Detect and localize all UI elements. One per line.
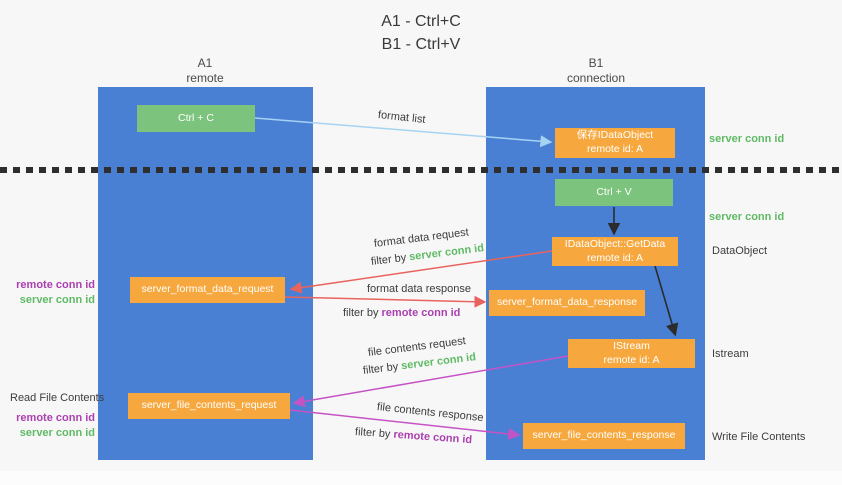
- conn-id-pair-format: remote conn id server conn id: [0, 278, 95, 308]
- server-conn-id-text: server conn id: [408, 242, 485, 264]
- remote-conn-id-text: remote conn id: [393, 428, 473, 447]
- column-a1-subtitle: remote: [186, 71, 224, 85]
- node-server-format-data-request: server_format_data_request: [130, 277, 285, 303]
- format-data-response-arrow: [284, 295, 487, 308]
- node-idataobject-getdata: IDataObject::GetData remote id: A: [552, 237, 678, 266]
- node-istream-line2: remote id: A: [603, 353, 660, 366]
- node-ctrl-v: Ctrl + V: [555, 179, 673, 206]
- label-file-contents-response: file contents response: [376, 401, 485, 425]
- conn-id-pair-file: remote conn id server conn id: [0, 411, 95, 441]
- node-format-response-label: server_format_data_response: [496, 296, 638, 309]
- label-format-data-response: format data response: [367, 283, 471, 295]
- label-write-file-contents: Write File Contents: [712, 431, 806, 443]
- column-header-b1: B1 connection: [536, 56, 656, 86]
- column-b1-name: B1: [588, 56, 604, 70]
- column-a1-name: A1: [197, 56, 213, 70]
- label-filter-by-remote-conn-id-1: filter by remote conn id: [343, 307, 460, 319]
- label-remote-conn-id-left-2: remote conn id: [16, 412, 95, 424]
- label-filter-by-remote-conn-id-2: filter by remote conn id: [355, 426, 473, 446]
- node-save-idataobject: 保存IDataObject remote id: A: [555, 128, 675, 158]
- column-header-a1: A1 remote: [145, 56, 265, 86]
- node-ctrl-c: Ctrl + C: [137, 105, 255, 132]
- title-line-1: A1 - Ctrl+C: [381, 13, 461, 30]
- label-server-conn-id-top: server conn id: [709, 133, 785, 145]
- node-server-format-data-response: server_format_data_response: [489, 290, 645, 316]
- footer-strip: [0, 471, 842, 485]
- node-ctrl-v-label: Ctrl + V: [596, 185, 632, 198]
- node-istream: IStream remote id: A: [568, 339, 695, 368]
- session-divider-dotted-line: [0, 167, 842, 173]
- label-server-conn-id-left-2: server conn id: [19, 426, 95, 439]
- node-save-idataobject-line2: remote id: A: [586, 143, 644, 155]
- node-getdata-line2: remote id: A: [586, 251, 644, 264]
- node-format-request-label: server_format_data_request: [141, 283, 274, 296]
- node-file-request-label: server_file_contents_request: [141, 399, 277, 412]
- remote-conn-id-text: remote conn id: [381, 307, 461, 319]
- label-read-file-contents: Read File Contents: [10, 392, 105, 404]
- label-format-list: format list: [377, 109, 427, 126]
- node-istream-line1: IStream: [613, 339, 650, 352]
- column-b1-subtitle: connection: [566, 71, 626, 85]
- node-ctrl-c-label: Ctrl + C: [178, 111, 214, 124]
- filter-by-text: filter by: [370, 251, 407, 268]
- title-line-2: B1 - Ctrl+V: [381, 36, 461, 54]
- filter-by-text: filter by: [354, 426, 391, 441]
- node-server-file-contents-request: server_file_contents_request: [128, 393, 290, 419]
- node-server-file-contents-response: server_file_contents_response: [523, 423, 685, 449]
- label-dataobject: DataObject: [712, 245, 768, 257]
- filter-by-text: filter by: [343, 307, 379, 319]
- label-remote-conn-id-left-1: remote conn id: [16, 279, 95, 291]
- node-file-response-label: server_file_contents_response: [532, 429, 676, 442]
- node-save-idataobject-line1: 保存IDataObject: [576, 129, 654, 142]
- label-istream: Istream: [712, 348, 749, 360]
- diagram-title: A1 - Ctrl+C B1 - Ctrl+V: [0, 10, 842, 56]
- label-server-conn-id-mid: server conn id: [709, 211, 785, 223]
- server-conn-id-text: server conn id: [400, 351, 477, 373]
- label-server-conn-id-left-1: server conn id: [19, 293, 95, 306]
- filter-by-text: filter by: [362, 360, 399, 377]
- node-getdata-line1: IDataObject::GetData: [564, 237, 666, 250]
